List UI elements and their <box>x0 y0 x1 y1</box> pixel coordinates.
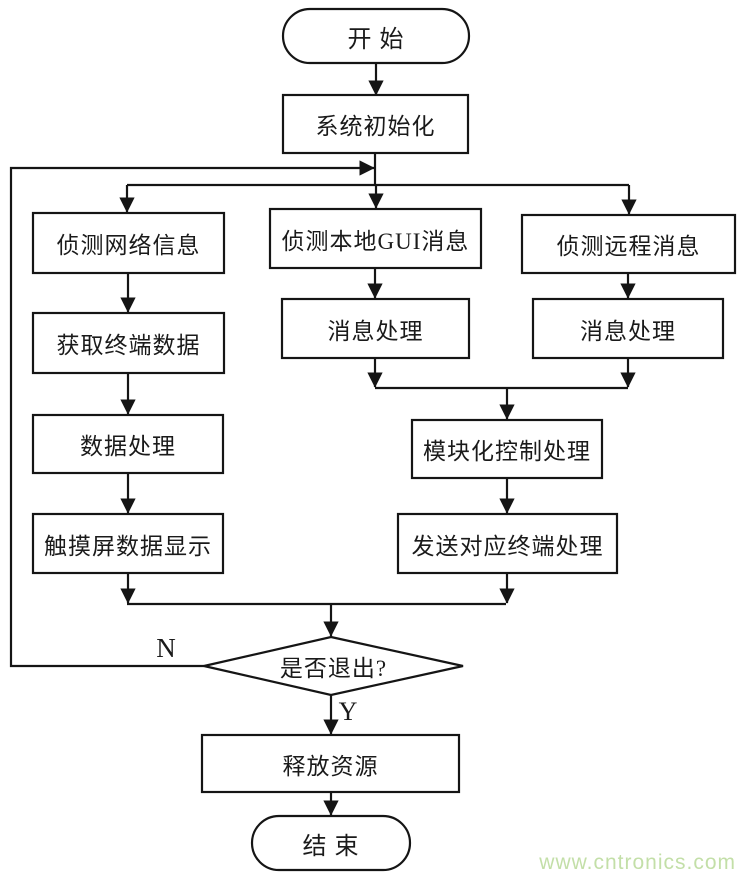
send-terminal-shape <box>396 512 619 575</box>
detect-gui-shape <box>268 207 483 270</box>
get-terminal-shape <box>31 311 226 375</box>
init-label: 系统初始化 <box>315 114 436 139</box>
release-label: 释放资源 <box>282 753 379 779</box>
edge-loop-back-n <box>9 160 375 668</box>
start-terminator-shape <box>281 7 471 65</box>
detect-network-shape <box>31 211 226 275</box>
exit-decision-label: 是否退出? <box>279 656 388 681</box>
data-proc-label: 数据处理 <box>80 434 176 459</box>
msg-proc-gui-label: 消息处理 <box>327 318 424 344</box>
no-branch-label: N <box>156 632 176 663</box>
msg-proc-remote-shape <box>531 297 725 360</box>
end-label: 结 束 <box>302 833 360 860</box>
exit-decision-diamond-shape <box>203 635 464 697</box>
release-shape <box>200 733 461 794</box>
touch-display-shape <box>31 512 225 575</box>
detect-remote-shape <box>520 213 737 275</box>
edges-group <box>9 63 637 816</box>
msg-proc-gui-shape <box>280 297 471 360</box>
data-proc-shape <box>31 413 225 475</box>
send-terminal-label: 发送对应终端处理 <box>411 533 604 559</box>
modular-ctrl-label: 模块化控制处理 <box>423 439 591 464</box>
msg-proc-remote-label: 消息处理 <box>580 318 676 344</box>
yes-branch-label: Y <box>338 697 358 726</box>
modular-ctrl-shape <box>410 418 604 480</box>
detect-remote-label: 侦测远程消息 <box>556 234 701 259</box>
end-terminator-shape <box>250 814 412 872</box>
touch-display-label: 触摸屏数据显示 <box>44 533 212 559</box>
get-terminal-label: 获取终端数据 <box>56 333 201 358</box>
detect-network-label: 侦测网络信息 <box>56 233 201 258</box>
nodes-group <box>31 7 737 872</box>
start-label: 开 始 <box>347 26 405 53</box>
watermark-text: www.cntronics.com <box>539 851 736 874</box>
init-process-shape <box>281 93 470 155</box>
detect-gui-label: 侦测本地GUI消息 <box>281 228 470 254</box>
